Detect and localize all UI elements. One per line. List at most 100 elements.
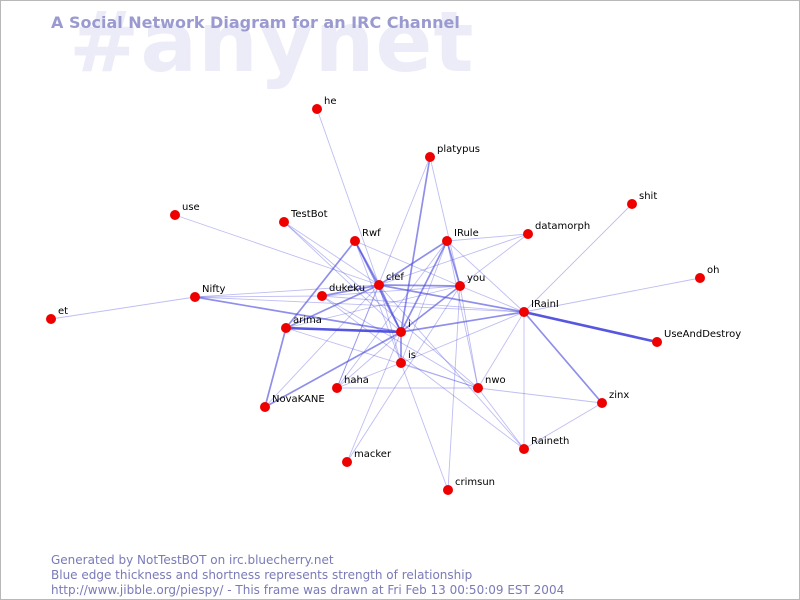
edge-he-clef	[316, 108, 380, 286]
node-NovaKANE: NovaKANE	[260, 394, 325, 412]
node-label: clef	[386, 272, 404, 283]
edge-arima-NovaKANE	[264, 327, 287, 408]
edge-IRule-IRainI	[446, 240, 525, 313]
node-dot	[279, 217, 289, 227]
edge-TestBot-nwo	[283, 221, 479, 389]
edge-you-crimsun	[447, 285, 461, 491]
node-dot	[597, 398, 607, 408]
node-label: IRainI	[531, 299, 559, 310]
node-i: i	[396, 319, 411, 337]
node-label: i	[408, 319, 411, 330]
node-label: he	[324, 96, 337, 107]
node-dot	[695, 273, 705, 283]
edge-clef-i	[378, 284, 402, 333]
node-label: datamorph	[535, 221, 590, 232]
node-IRule: IRule	[442, 228, 479, 246]
edge-TestBot-clef	[283, 221, 380, 286]
node-label: TestBot	[290, 209, 328, 220]
edge-dukeku-Raineth	[321, 295, 525, 450]
edge-IRule-i	[400, 240, 448, 333]
node-et: et	[46, 306, 68, 324]
node-oh: oh	[695, 265, 719, 283]
node-label: dukeku	[329, 283, 365, 294]
edge-is-crimsun	[400, 362, 449, 491]
node-dot	[425, 152, 435, 162]
node-dot	[523, 229, 533, 239]
channel-watermark: #anynet	[69, 0, 475, 91]
edge-IRainI-nwo	[477, 311, 525, 389]
edge-clef-haha	[336, 284, 380, 389]
edge-IRainI-is	[400, 311, 525, 364]
node-label: platypus	[437, 144, 480, 155]
edge-Nifty-i	[194, 296, 402, 333]
edge-clef-is	[378, 284, 402, 364]
edge-datamorph-you	[459, 233, 529, 287]
node-IRainI: IRainI	[519, 299, 559, 317]
node-dot	[455, 281, 465, 291]
node-dot	[342, 457, 352, 467]
node-label: you	[467, 273, 485, 284]
edge-IRule-is	[400, 240, 448, 364]
node-zinx: zinx	[597, 390, 629, 408]
edge-dukeku-you	[321, 285, 461, 297]
node-dot	[519, 444, 529, 454]
edge-IRule-clef	[378, 240, 448, 286]
node-label: crimsun	[455, 477, 495, 488]
node-label: Raineth	[531, 436, 569, 447]
node-shit: shit	[627, 191, 657, 209]
footer-legend-note: Blue edge thickness and shortness repres…	[51, 568, 473, 582]
edge-Rwf-is	[354, 240, 402, 364]
edge-you-macker	[346, 285, 461, 463]
node-dot	[396, 358, 406, 368]
node-use: use	[170, 202, 200, 220]
node-datamorph: datamorph	[523, 221, 590, 239]
edge-i-macker	[346, 331, 402, 463]
edge-Nifty-dukeku	[194, 295, 323, 298]
node-label: IRule	[454, 228, 479, 239]
edge-you-IRainI	[459, 285, 525, 313]
node-nwo: nwo	[473, 375, 506, 393]
edge-Nifty-clef	[194, 284, 380, 298]
edge-layer	[50, 108, 701, 491]
edge-IRainI-UseAndDestroy	[523, 310, 658, 344]
edge-you-i	[400, 285, 461, 333]
edge-you-nwo	[459, 285, 479, 389]
edge-TestBot-i	[283, 221, 402, 333]
edge-oh-IRainI	[523, 277, 701, 313]
edge-arima-i	[285, 326, 402, 334]
edge-Rwf-arima	[285, 240, 356, 329]
node-dukeku: dukeku	[317, 283, 365, 301]
edge-IRule-nwo	[446, 240, 479, 389]
node-dot	[260, 402, 270, 412]
footer-generated-by: Generated by NotTestBOT on irc.bluecherr…	[51, 553, 334, 567]
node-dot	[627, 199, 637, 209]
diagram-title: A Social Network Diagram for an IRC Chan…	[51, 13, 460, 32]
edge-Nifty-IRainI	[194, 296, 525, 313]
node-is: is	[396, 350, 416, 368]
edge-is-nwo	[400, 362, 479, 389]
edge-clef-IRainI	[378, 284, 525, 313]
node-dot	[374, 280, 384, 290]
edge-shit-IRainI	[523, 203, 633, 313]
node-dot	[519, 307, 529, 317]
edge-IRainI-zinx	[523, 311, 603, 404]
edge-is-haha	[336, 362, 402, 389]
node-macker: macker	[342, 449, 392, 467]
node-dot	[442, 236, 452, 246]
node-dot	[312, 104, 322, 114]
edge-i-NovaKANE	[264, 331, 402, 408]
node-dot	[281, 323, 291, 333]
node-label: haha	[344, 375, 369, 386]
edge-datamorph-clef	[378, 233, 529, 286]
node-label: Nifty	[202, 284, 226, 295]
node-haha: haha	[332, 375, 369, 393]
node-label: nwo	[485, 375, 506, 386]
node-label: arima	[293, 315, 322, 326]
node-dot	[190, 292, 200, 302]
node-dot	[350, 236, 360, 246]
node-label: oh	[707, 265, 719, 276]
edge-clef-arima	[285, 284, 380, 329]
